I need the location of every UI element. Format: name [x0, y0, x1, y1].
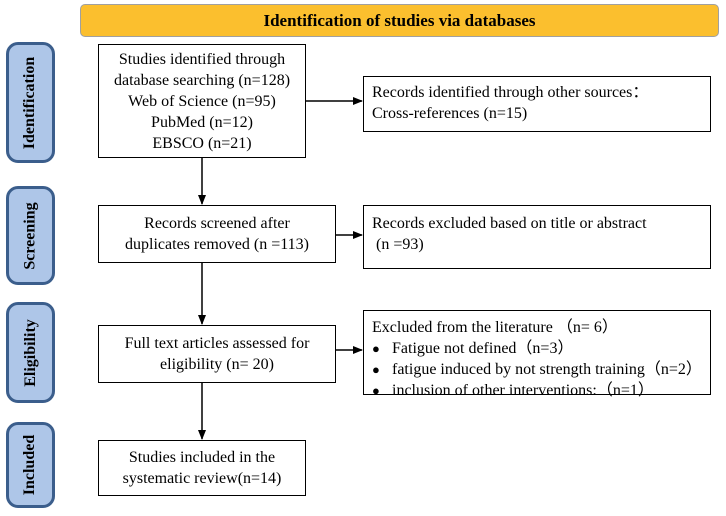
box-excluded-title-abstract: Records excluded based on title or abstr…: [363, 205, 711, 269]
box-full-text-assessed: Full text articles assessed for eligibil…: [98, 325, 336, 383]
header-banner: Identification of studies via databases: [80, 4, 719, 37]
screened-line-1: Records screened after: [144, 215, 290, 232]
excluded-title-line-1: Records excluded based on title or abstr…: [372, 215, 647, 232]
full-text-line-2: eligibility (n= 20): [160, 356, 274, 373]
included-line-2: systematic review(n=14): [122, 470, 282, 487]
full-text-line-1: Full text articles assessed for: [124, 335, 310, 352]
other-sources-line-1: Records identified through other sources…: [372, 84, 649, 101]
excluded-lit-bullet-3: inclusion of other interventions:（n=1）: [372, 380, 702, 401]
included-line-1: Studies included in the: [128, 449, 276, 466]
box-studies-identified: Studies identified through database sear…: [98, 44, 306, 158]
phase-included: Included: [6, 422, 55, 508]
excluded-lit-heading: Excluded from the literature （n= 6）: [372, 319, 618, 336]
excluded-lit-bullet-2: fatigue induced by not strength training…: [372, 359, 702, 380]
identified-line-4: PubMed (n=12): [151, 113, 253, 131]
box-other-sources: Records identified through other sources…: [363, 76, 711, 132]
screened-line-2: duplicates removed (n =113): [125, 236, 309, 253]
excluded-title-line-2: (n =93): [372, 236, 424, 253]
phase-screening: Screening: [6, 186, 55, 285]
phase-eligibility: Eligibility: [6, 302, 55, 403]
excluded-lit-bullet-1: Fatigue not defined（n=3）: [372, 338, 702, 359]
banner-title: Identification of studies via databases: [263, 10, 536, 30]
phase-identification: Identification: [6, 42, 55, 163]
identified-line-2: database searching (n=128): [113, 71, 291, 89]
identified-line-1: Studies identified through: [118, 50, 286, 68]
other-sources-line-2: Cross-references (n=15): [372, 105, 528, 122]
identified-line-5: EBSCO (n=21): [152, 134, 252, 152]
box-excluded-literature: Excluded from the literature （n= 6） Fati…: [363, 310, 711, 399]
box-records-screened: Records screened after duplicates remove…: [98, 205, 336, 263]
identified-line-3: Web of Science (n=95): [128, 92, 276, 110]
box-studies-included: Studies included in the systematic revie…: [98, 440, 306, 496]
